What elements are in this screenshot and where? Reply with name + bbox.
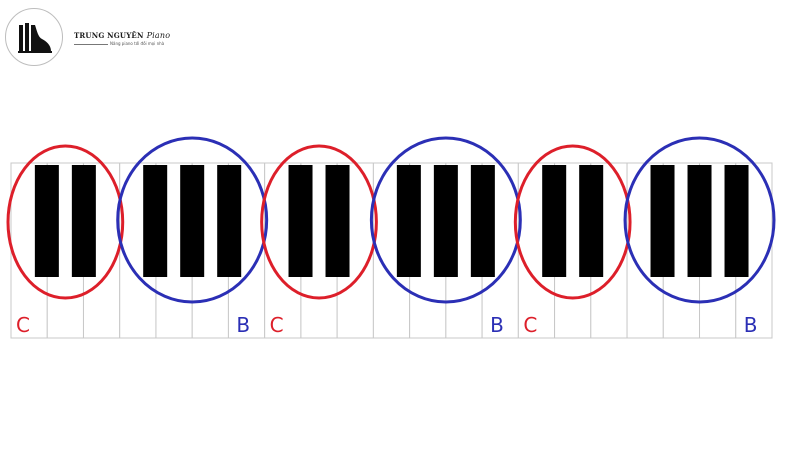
black-key (687, 165, 712, 277)
black-key (71, 165, 96, 277)
two-black-key-group-circle (513, 144, 632, 300)
black-key (579, 165, 604, 277)
black-key (433, 165, 458, 277)
brand-logo (5, 8, 63, 66)
black-key (470, 165, 495, 277)
black-key (542, 165, 567, 277)
note-label-b: B (236, 313, 250, 337)
brand-script-text: Piano (146, 31, 171, 40)
black-key (325, 165, 350, 277)
black-key (288, 165, 313, 277)
black-key (34, 165, 59, 277)
note-label-c: C (523, 313, 537, 337)
note-label-c: C (270, 313, 284, 337)
black-key (217, 165, 242, 277)
black-key (143, 165, 168, 277)
two-black-key-group-circle (260, 144, 378, 300)
black-key (724, 165, 749, 277)
brand-tagline: Nâng piano tới đôi mọi nhà (110, 41, 165, 46)
three-black-key-group-circle (116, 136, 269, 304)
two-black-key-group-circle (6, 144, 125, 300)
note-label-b: B (744, 313, 758, 337)
brand-name-text: TRUNG NGUYÊN (74, 31, 144, 40)
brand-divider (74, 44, 108, 45)
three-black-key-group-circle (369, 136, 522, 304)
black-key (650, 165, 675, 277)
three-black-key-group-circle (623, 136, 776, 304)
note-label-c: C (16, 313, 30, 337)
black-key (180, 165, 205, 277)
piano-logo-icon (18, 23, 52, 53)
note-label-b: B (490, 313, 504, 337)
black-key (396, 165, 421, 277)
